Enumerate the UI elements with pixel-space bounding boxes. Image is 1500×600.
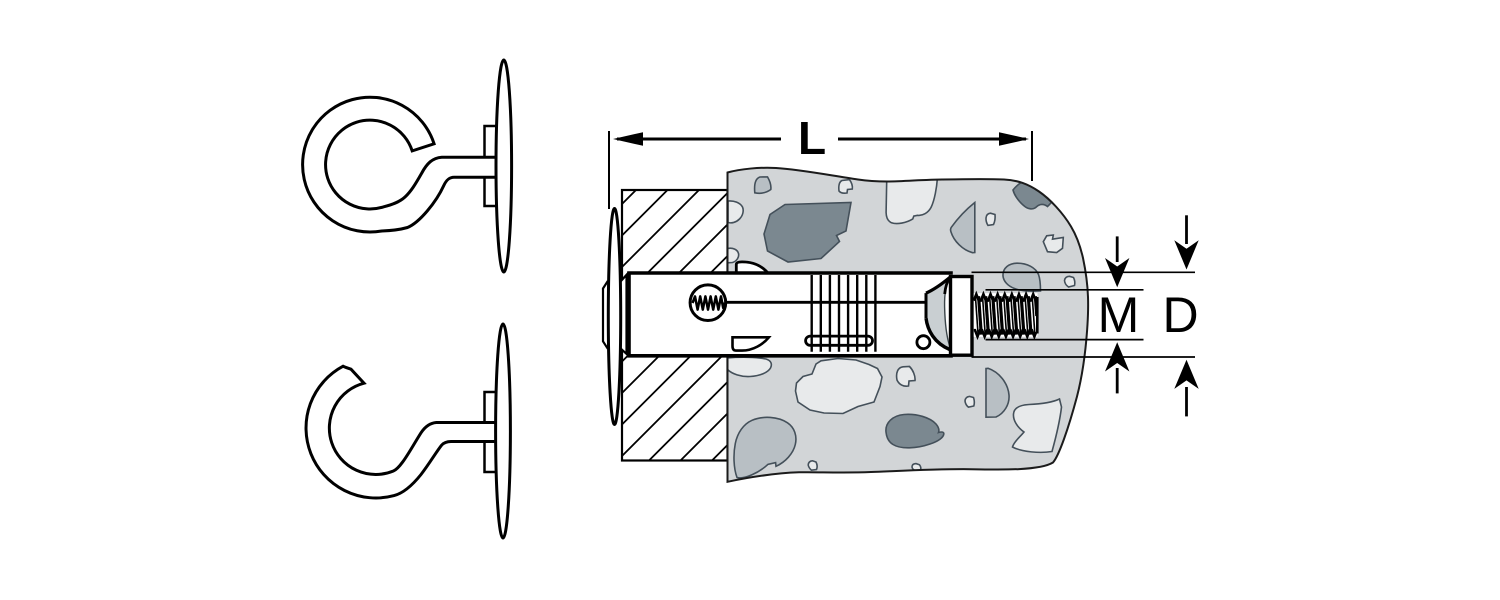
svg-text:D: D — [1162, 287, 1198, 343]
svg-text:M: M — [1098, 287, 1140, 343]
svg-text:L: L — [798, 112, 826, 164]
